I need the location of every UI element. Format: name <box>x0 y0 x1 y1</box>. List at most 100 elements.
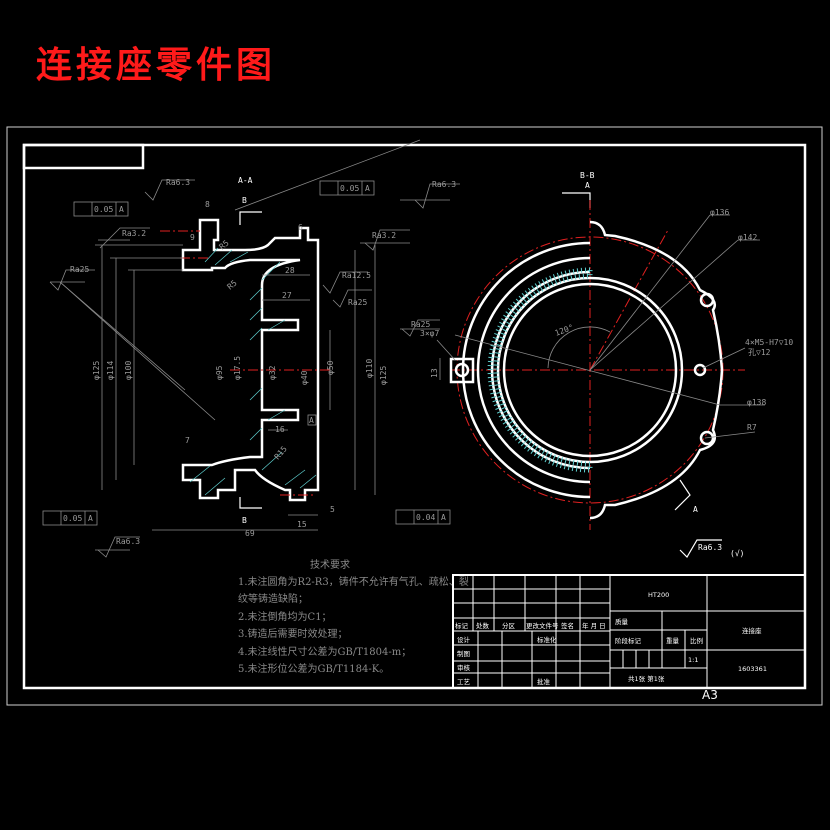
centerline <box>589 229 669 371</box>
dim-15: 15 <box>297 520 307 529</box>
tolerance-value: 0.04 <box>416 513 435 522</box>
roughness-value: Ra12.5 <box>342 271 371 280</box>
dim-dia17-5: φ17.5 <box>233 356 242 380</box>
mounting-hole <box>699 292 715 308</box>
dim-8: 8 <box>205 200 210 209</box>
requirement-item: 3.铸造后需要时效处理； <box>238 627 348 640</box>
title-block-text: 标记 处数 分区 更改文件号 签名 年 月 日 设计 制图 审核 工艺 标准化 … <box>455 591 767 686</box>
header-cell: 分区 <box>502 621 516 630</box>
row-label: 设计 <box>457 635 471 644</box>
dim-dia142: φ142 <box>738 233 757 242</box>
dim-9: 9 <box>190 233 195 242</box>
hatch-pattern <box>487 267 593 473</box>
requirement-item: 4.未注线性尺寸公差为GB/T1804-m； <box>238 645 411 658</box>
tolerance-value: 0.05 <box>63 514 82 523</box>
dim-r7: R7 <box>747 423 757 432</box>
row-label: 制图 <box>457 649 470 658</box>
requirement-item: 2.未注倒角均为C1； <box>238 610 332 623</box>
title-block <box>452 574 806 689</box>
roughness-value: Ra6.3 <box>116 537 140 546</box>
dim-dia125: φ125 <box>92 361 101 380</box>
general-roughness-icon <box>679 539 722 558</box>
tolerance-datum: A <box>441 513 446 522</box>
tolerance-value: 0.05 <box>94 205 113 214</box>
datum-label: A <box>309 416 314 425</box>
roughness-value: Ra25 <box>348 298 367 307</box>
outer-frame <box>6 126 823 706</box>
dim-dia40: φ40 <box>300 370 309 385</box>
general-roughness-value: Ra6.3 <box>698 543 722 552</box>
row-label: 工艺 <box>457 678 471 686</box>
datum-box <box>307 414 317 426</box>
cut-label-a-bottom: A <box>693 505 698 514</box>
cut-label-a-top: A <box>585 181 590 190</box>
roughness-ra25: Ra25 <box>411 320 430 329</box>
header-cell: 更改文件号 <box>526 621 559 630</box>
cut-arrow-icon <box>562 192 591 208</box>
bore-inner-outline <box>502 282 678 458</box>
dim-r5: R5 <box>226 278 239 291</box>
header-cell: 标记 <box>455 621 469 630</box>
sheet-size: A3 <box>702 688 718 702</box>
technical-requirements: 技术要求 1.未注圆角为R2-R3，铸件不允许有气孔、疏松、裂 纹等铸造缺陷； … <box>238 558 469 675</box>
header-cell: 处数 <box>476 621 490 630</box>
dim-dia125: φ125 <box>379 366 388 385</box>
row-label: 标准化 <box>537 635 557 644</box>
tolerance-frame: 0.04 A <box>395 509 451 525</box>
weight-label: 重量 <box>666 637 680 645</box>
view-arrow-b-top: B <box>242 196 247 205</box>
dim-thread-depth: 孔▽12 <box>748 348 771 357</box>
roughness-value: Ra6.3 <box>432 180 456 189</box>
threaded-hole <box>693 363 707 377</box>
dim-7: 7 <box>185 436 190 445</box>
leader-lines <box>436 214 765 439</box>
dim-dia138: φ138 <box>747 398 766 407</box>
material: HT200 <box>648 591 669 599</box>
drawing-number: 1603361 <box>738 665 767 673</box>
dim-27: 27 <box>282 291 292 300</box>
roughness-value: Ra25 <box>70 265 89 274</box>
dim-6: 6 <box>298 223 303 232</box>
requirements-heading: 技术要求 <box>310 558 350 571</box>
dim-dia110: φ110 <box>365 359 374 378</box>
row-label: 批准 <box>537 677 551 686</box>
dim-13: 13 <box>430 368 439 378</box>
stage-label: 阶段标记 <box>615 636 642 645</box>
dim-r15: R15 <box>273 444 289 461</box>
section-bb-view: B-B A A φ136 φ142 4×M5-H7▽10 孔▽12 <box>400 171 793 530</box>
flange-outline <box>461 241 591 499</box>
dim-16: 16 <box>275 425 285 434</box>
tolerance-datum: A <box>365 184 370 193</box>
drawing-title: 连接座零件图 <box>36 44 277 86</box>
ring-outline <box>476 256 591 484</box>
flange-outline-right <box>589 220 724 520</box>
dim-dia114: φ114 <box>106 361 115 380</box>
dim-dia100: φ100 <box>124 361 133 380</box>
dim-thread: 4×M5-H7▽10 <box>745 338 793 347</box>
requirement-item: 5.未注形位公差为GB/T1184-K。 <box>238 662 389 675</box>
view-arrow-icon <box>239 211 262 225</box>
dim-28: 28 <box>285 266 295 275</box>
scale: 1:1 <box>688 656 698 664</box>
cut-arrow-icon <box>674 479 691 511</box>
header-cell: 年 月 日 <box>582 621 606 630</box>
requirement-item: 纹等铸造缺陷； <box>238 592 308 605</box>
tolerance-datum: A <box>119 205 124 214</box>
dim-dia136: φ136 <box>710 208 729 217</box>
roughness-symbols: Ra6.3 Ra3.2 Ra25 Ra3.2 Ra12.5 Ra25 Ra6.3… <box>49 178 460 558</box>
part-name: 连接座 <box>742 626 762 635</box>
dimension-lines <box>59 139 421 531</box>
lug-outline <box>449 357 475 384</box>
dim-dia50: φ50 <box>326 360 335 375</box>
section-aa-view: A-A B B 8 9 6 28 <box>42 139 460 558</box>
tolerance-frame: 0.05 A <box>42 510 98 526</box>
roughness-symbol <box>400 319 440 337</box>
roughness-value: Ra3.2 <box>122 229 146 238</box>
tolerance-datum: A <box>88 514 93 523</box>
tolerance-frame: 0.05 A <box>73 201 129 217</box>
inner-frame <box>22 143 807 690</box>
sheet-count: 共1张 第1张 <box>628 674 665 683</box>
hatch-pattern <box>189 247 317 496</box>
